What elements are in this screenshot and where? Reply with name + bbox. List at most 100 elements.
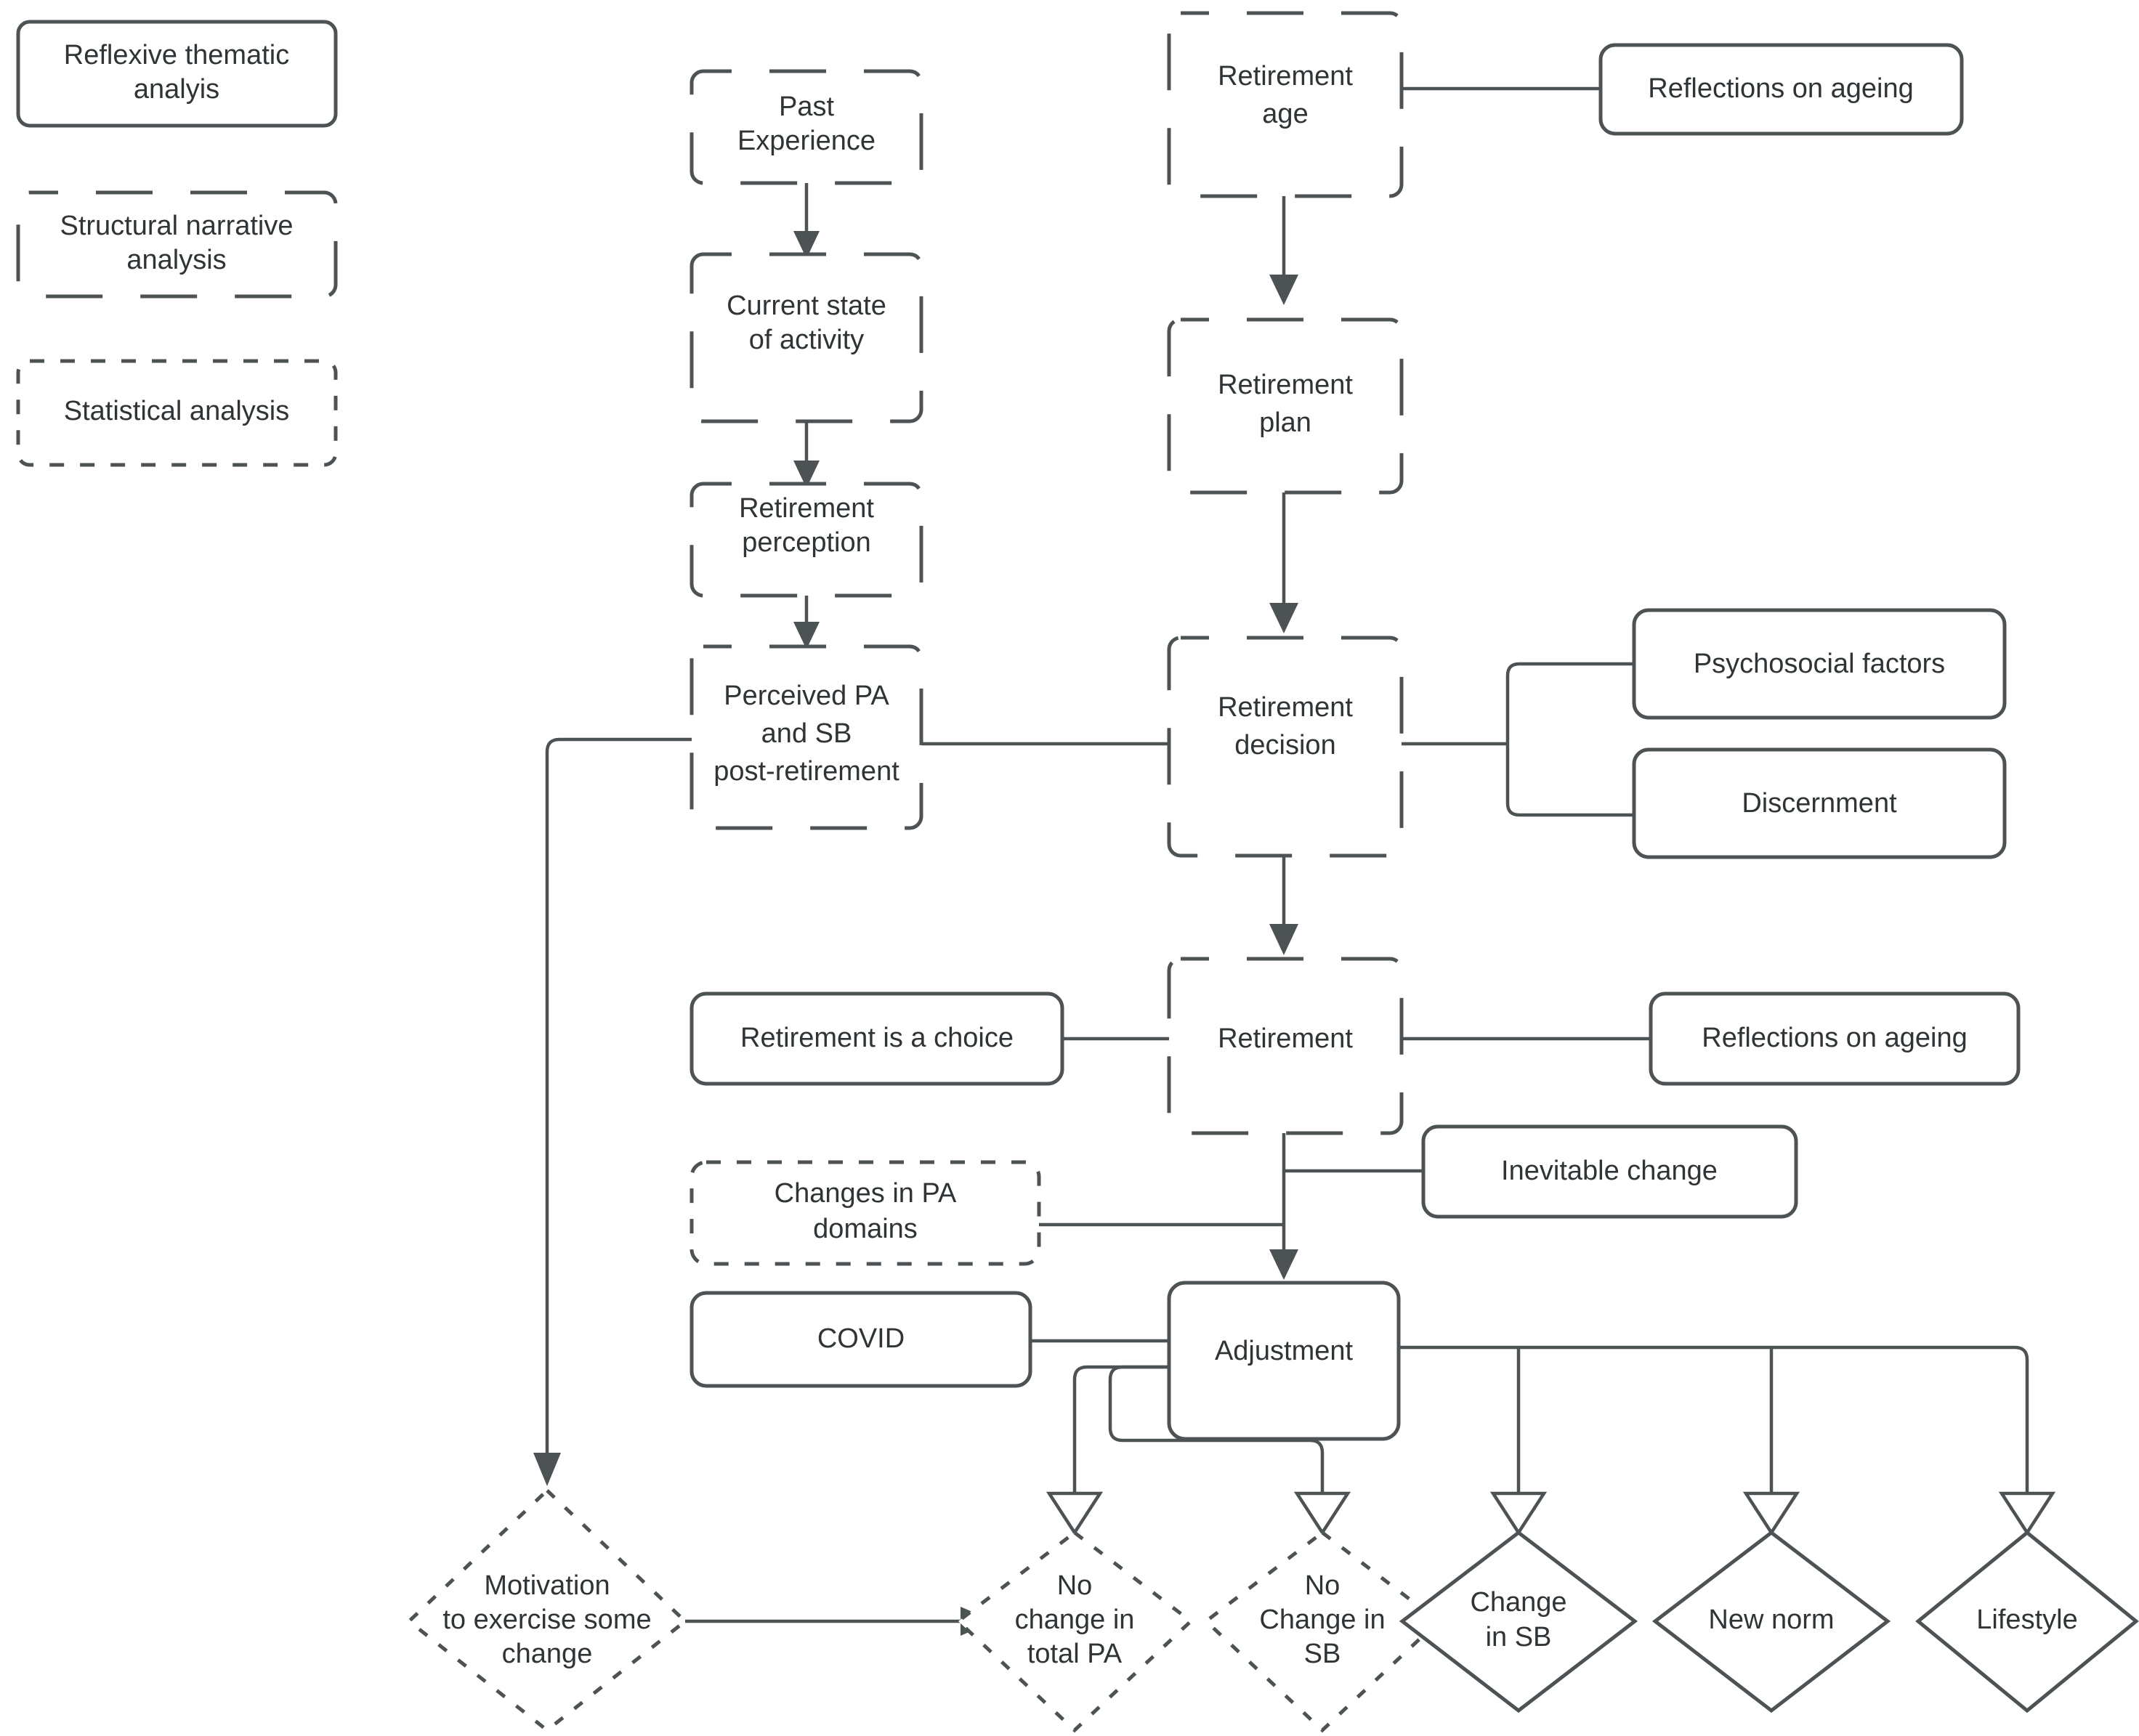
node-retirement-is-a-choice-label: Retirement is a choice	[740, 1023, 1014, 1053]
node-no-change-in-sb-label-line1: No	[1305, 1570, 1341, 1601]
node-new-norm[interactable]: New norm	[1651, 1530, 1891, 1713]
node-covid[interactable]: COVID	[690, 1291, 1032, 1388]
node-reflections-on-ageing-mid[interactable]: Reflections on ageing	[1649, 991, 2021, 1086]
node-no-change-in-sb[interactable]: No Change in SB	[1203, 1530, 1442, 1733]
node-reflections-on-ageing-top-label: Reflections on ageing	[1648, 73, 1913, 104]
node-perceived-pa-sb-post-retirement[interactable]: Perceived PA and SB post-retirement	[690, 644, 923, 830]
node-retirement-label: Retirement	[1218, 1023, 1353, 1054]
node-discernment-label: Discernment	[1742, 788, 1897, 819]
node-psychosocial-factors-shape	[1632, 608, 2007, 720]
node-retirement-plan-label-line1: Retirement	[1218, 370, 1353, 400]
node-motivation-label-line3: change	[502, 1639, 593, 1669]
node-psychosocial-factors-label: Psychosocial factors	[1694, 649, 1945, 679]
node-retirement-perception[interactable]: Retirement perception	[690, 482, 923, 598]
node-perceived-pa-label-line2: and SB	[761, 718, 852, 749]
node-changes-in-pa-domains-label-line1: Changes in PA	[775, 1178, 957, 1209]
node-lifestyle-label: Lifestyle	[1976, 1605, 2077, 1635]
node-perceived-pa-label-line1: Perceived PA	[724, 681, 889, 711]
legend-label-reflexive-line2: analyis	[134, 74, 219, 105]
edge-layer	[533, 86, 2056, 1636]
node-adjustment-shape	[1167, 1281, 1401, 1441]
node-no-change-in-total-pa-label-line2: change in	[1015, 1605, 1135, 1635]
node-adjustment[interactable]: Adjustment	[1167, 1281, 1401, 1441]
edge-adjustment-to-no-change-total-pa	[1046, 1365, 1169, 1536]
node-retirement-decision-label-line1: Retirement	[1218, 692, 1353, 723]
node-inevitable-change-shape	[1421, 1124, 1798, 1219]
node-retirement-shape	[1167, 957, 1404, 1135]
node-no-change-in-total-pa-label-line3: total PA	[1027, 1639, 1123, 1669]
node-change-in-sb-shape	[1399, 1530, 1638, 1713]
edge-current-state-to-retirement-perception	[793, 421, 820, 488]
edge-adjustment-to-no-change-sb	[1108, 1365, 1351, 1536]
node-change-in-sb[interactable]: Change in SB	[1399, 1530, 1638, 1713]
node-reflections-on-ageing-mid-label: Reflections on ageing	[1702, 1023, 1967, 1053]
node-retirement-plan-label-line2: plan	[1259, 407, 1311, 438]
node-retirement-perception-label-line2: perception	[742, 527, 870, 558]
node-no-change-in-total-pa[interactable]: No change in total PA	[955, 1530, 1194, 1733]
legend-label-reflexive-line1: Reflexive thematic	[64, 40, 289, 70]
node-past-experience-label-line2: Experience	[737, 126, 876, 156]
node-retirement-age-label-line2: age	[1262, 99, 1308, 129]
node-past-experience-label-line1: Past	[779, 92, 834, 122]
node-perceived-pa-label-line3: post-retirement	[713, 756, 899, 787]
node-current-state-of-activity-shape	[690, 252, 923, 423]
node-covid-label: COVID	[817, 1323, 905, 1354]
node-retirement-age-label-line1: Retirement	[1218, 61, 1353, 92]
node-motivation-label-line1: Motivation	[484, 1570, 610, 1601]
node-lifestyle[interactable]: Lifestyle	[1915, 1530, 2139, 1713]
node-retirement-decision[interactable]: Retirement decision	[1167, 636, 1404, 858]
analysis-method-legend: Reflexive thematic analyis Structural na…	[16, 20, 338, 467]
edge-retirement-decision-to-branch-fork	[1402, 662, 1634, 817]
edge-retirement-decision-to-retirement	[1269, 856, 1298, 955]
node-retirement-plan[interactable]: Retirement plan	[1167, 317, 1404, 495]
node-changes-in-pa-domains-shape	[690, 1160, 1041, 1266]
node-changes-in-pa-domains[interactable]: Changes in PA domains	[690, 1160, 1041, 1266]
edge-retirement-age-to-retirement-plan	[1269, 196, 1298, 305]
edge-perceived-pa-to-motivation	[533, 737, 917, 1486]
node-reflections-on-ageing-top-shape	[1598, 43, 1964, 136]
node-new-norm-label: New norm	[1708, 1605, 1834, 1635]
node-no-change-in-total-pa-label-line1: No	[1057, 1570, 1093, 1601]
node-retirement-decision-label-line2: decision	[1234, 730, 1335, 760]
edge-retirement-to-adjustment	[1269, 1133, 1298, 1280]
node-no-change-in-total-pa-shape	[955, 1530, 1194, 1733]
node-current-state-label-line1: Current state	[727, 291, 886, 321]
node-past-experience-shape	[690, 69, 923, 185]
legend-label-structural-line2: analysis	[126, 245, 226, 275]
legend-label-statistical: Statistical analysis	[64, 396, 289, 426]
node-retirement-age-shape	[1167, 11, 1404, 198]
node-new-norm-shape	[1651, 1530, 1891, 1713]
legend-swatch-statistical	[16, 359, 338, 467]
node-no-change-in-sb-shape	[1203, 1530, 1442, 1733]
node-retirement[interactable]: Retirement	[1167, 957, 1404, 1135]
node-past-experience[interactable]: Past Experience	[690, 69, 923, 185]
node-discernment[interactable]: Discernment	[1632, 747, 2007, 859]
node-lifestyle-shape	[1915, 1530, 2139, 1713]
node-no-change-in-sb-label-line2: Change in	[1259, 1605, 1385, 1635]
retirement-chain: Retirement age Retirement plan Retiremen…	[1167, 11, 1404, 1441]
node-motivation-label-line2: to exercise some	[442, 1605, 651, 1635]
node-inevitable-change-label: Inevitable change	[1501, 1156, 1718, 1186]
node-changes-in-pa-domains-label-line2: domains	[813, 1214, 918, 1244]
node-covid-shape	[690, 1291, 1032, 1388]
legend-label-structural-line1: Structural narrative	[60, 211, 293, 241]
node-discernment-shape	[1632, 747, 2007, 859]
node-reflections-on-ageing-top[interactable]: Reflections on ageing	[1598, 43, 1964, 136]
node-inevitable-change[interactable]: Inevitable change	[1421, 1124, 1798, 1219]
legend-swatch-reflexive	[16, 20, 338, 128]
edge-retirement-perception-to-perceived-pa	[793, 596, 820, 649]
legend-item-reflexive-thematic-analysis: Reflexive thematic analyis	[16, 20, 338, 128]
node-retirement-age[interactable]: Retirement age	[1167, 11, 1404, 198]
node-psychosocial-factors[interactable]: Psychosocial factors	[1632, 608, 2007, 720]
node-adjustment-label: Adjustment	[1215, 1336, 1354, 1366]
thematic-and-contextual-nodes: Reflections on ageing Psychosocial facto…	[690, 43, 2021, 1388]
node-current-state-of-activity[interactable]: Current state of activity	[690, 252, 923, 423]
node-motivation-to-exercise-some-change[interactable]: Motivation to exercise some change	[406, 1488, 688, 1733]
legend-item-structural-narrative-analysis: Structural narrative analysis	[16, 190, 338, 299]
edge-adjustment-to-right-outcome-bus	[1399, 1345, 2056, 1536]
node-retirement-is-a-choice[interactable]: Retirement is a choice	[690, 991, 1064, 1086]
node-change-in-sb-label-line2: in SB	[1486, 1622, 1552, 1652]
node-reflections-on-ageing-mid-shape	[1649, 991, 2021, 1086]
node-motivation-shape	[406, 1488, 688, 1733]
